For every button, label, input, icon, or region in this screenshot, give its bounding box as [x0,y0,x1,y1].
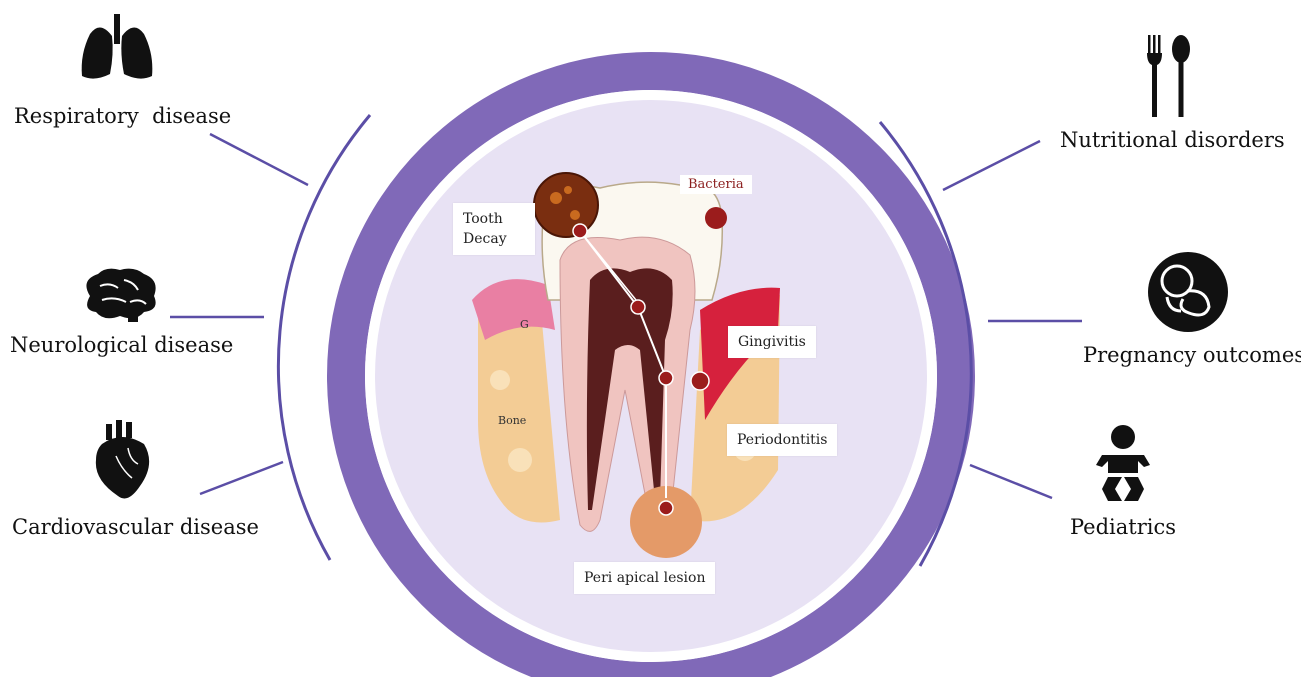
gingivitis-label: Gingivitis [728,326,816,358]
lungs-icon [80,14,154,82]
decay-texture [550,192,562,204]
infection-dot [573,224,587,238]
nutritional-disorders-label: Nutritional disorders [1060,128,1285,152]
infection-dot [631,300,645,314]
heart-icon [92,420,154,504]
pediatrics-label: Pediatrics [1070,515,1176,539]
bone-pore [490,370,510,390]
fork-spoon-icon [1144,35,1194,117]
bone-pore [508,448,532,472]
cardiovascular-disease-label: Cardiovascular disease [12,515,259,539]
connector-pediatrics [970,465,1052,498]
tooth-decay-label: Tooth Decay [453,203,535,255]
connector-respiratory [210,134,308,185]
bacteria-label: Bacteria [680,175,752,194]
fetus-icon [1147,251,1229,333]
peri-apical-lesion-label: Peri apical lesion [574,562,715,594]
infection-dot [659,501,673,515]
neurological-disease-label: Neurological disease [10,333,233,357]
respiratory-disease-label: Respiratory disease [14,104,231,128]
decay-texture [564,186,572,194]
bone-label: Bone [498,414,526,427]
periodontitis-label: Periodontitis [727,424,837,456]
connector-cardiovascular [200,462,283,494]
brain-icon [80,266,160,324]
bacteria-dot [705,207,727,229]
connector-nutritional [943,141,1040,190]
gum-label: G [520,318,529,331]
decay-texture [570,210,580,220]
infection-dot [659,371,673,385]
baby-icon [1094,425,1152,505]
tooth-decay-spot [534,173,598,237]
infection-dot [691,372,709,390]
pregnancy-outcomes-label: Pregnancy outcomes [1083,343,1301,367]
